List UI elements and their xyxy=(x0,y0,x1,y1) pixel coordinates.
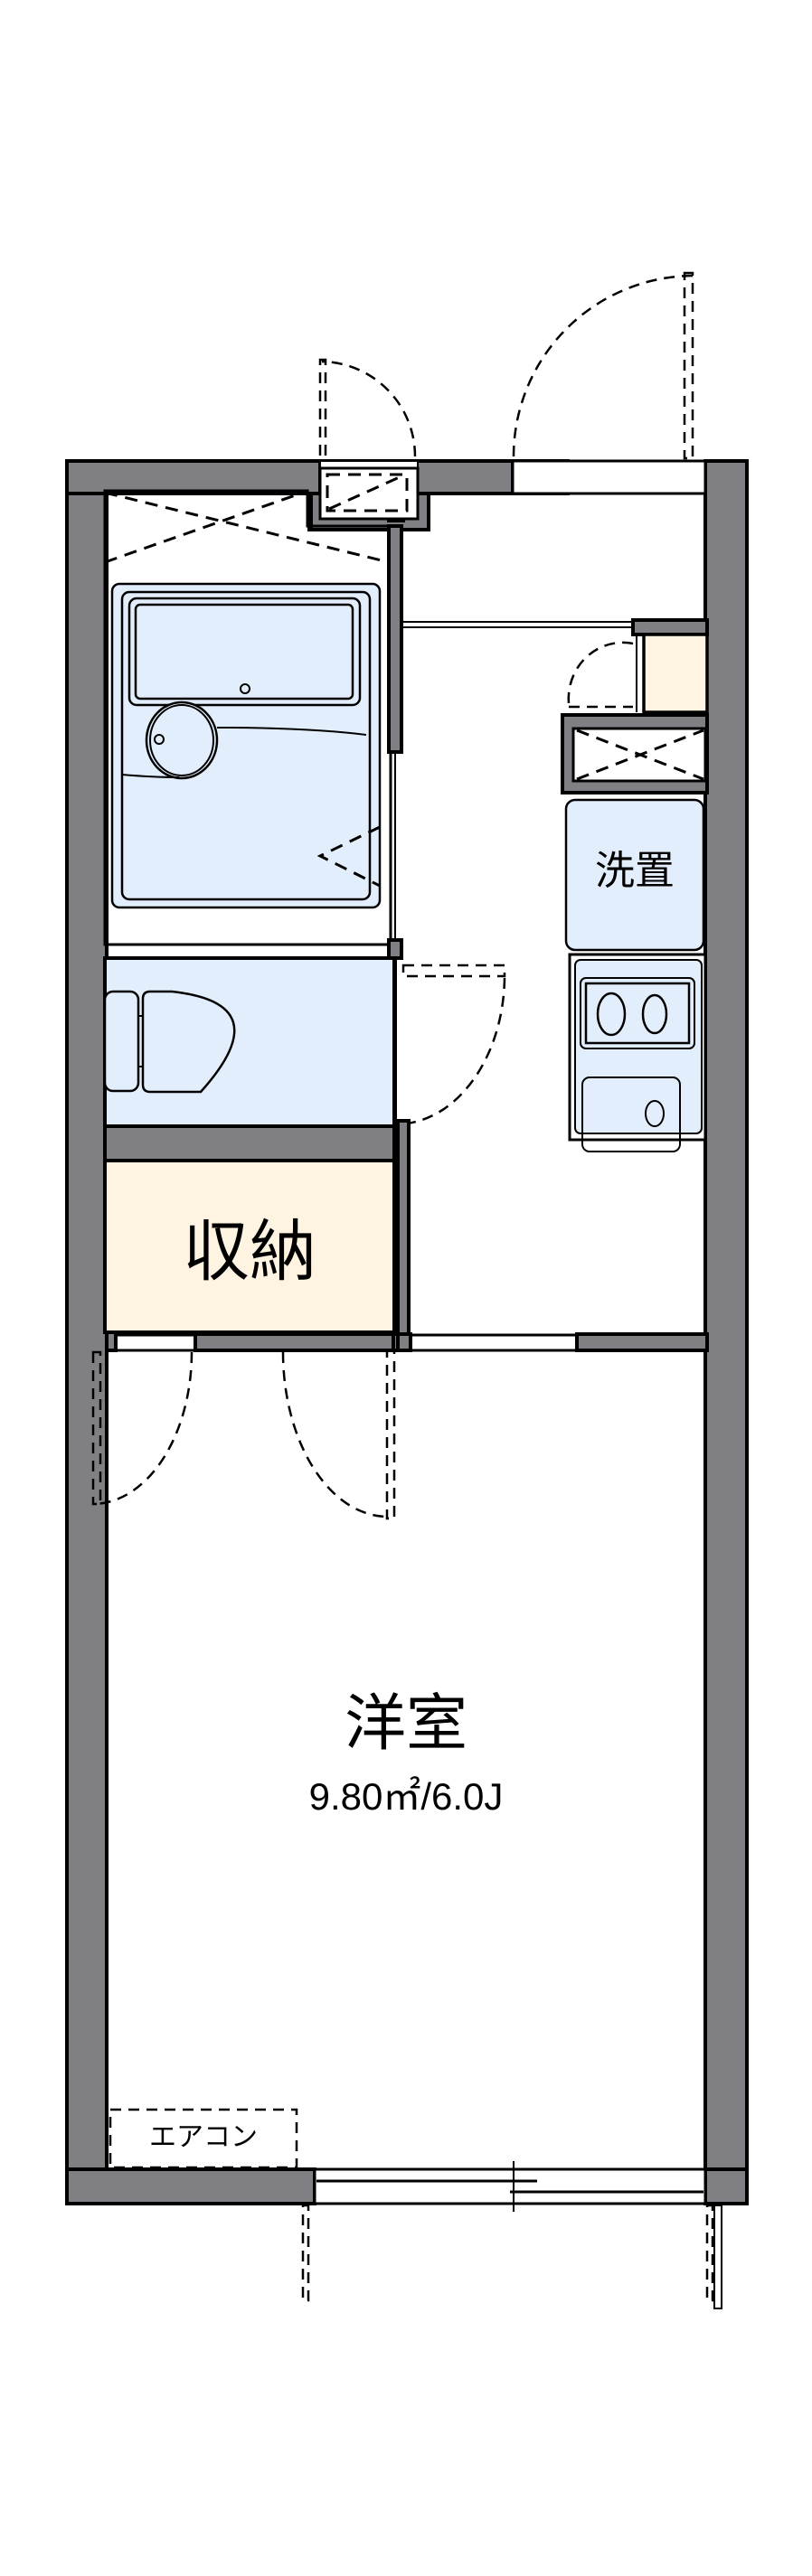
kitchen-counter xyxy=(568,953,707,1152)
entry-step xyxy=(400,621,633,628)
outer-walls xyxy=(65,459,749,2205)
top-window xyxy=(511,459,707,495)
washer-space xyxy=(564,798,705,952)
balcony-rails xyxy=(301,2204,722,2309)
air-conditioner-label: エアコン xyxy=(149,2121,258,2153)
refrigerator-space xyxy=(561,713,709,794)
washer-space-label: 洗置 xyxy=(595,848,675,894)
western-room-area: 9.80㎡/6.0J xyxy=(308,1775,504,1818)
bathroom xyxy=(103,489,403,960)
storage-label: 収納 xyxy=(183,1213,316,1291)
air-conditioner-box xyxy=(109,2108,298,2169)
storage-closet xyxy=(103,1119,409,1349)
western-room-outline xyxy=(105,1350,707,2171)
western-room-label: 洋室 xyxy=(344,1688,467,1760)
storage-door-swing xyxy=(91,1350,194,1506)
meter-box xyxy=(318,460,420,521)
small-door-swing xyxy=(318,358,417,458)
room-door-swing xyxy=(281,1349,396,1520)
toilet-room xyxy=(103,956,506,1161)
corridor-bottom-wall xyxy=(105,1119,709,1352)
balcony-window xyxy=(313,2161,707,2212)
entry-door-swing xyxy=(512,271,695,460)
partition-wall xyxy=(103,1124,409,1162)
shoe-cabinet xyxy=(567,618,709,714)
